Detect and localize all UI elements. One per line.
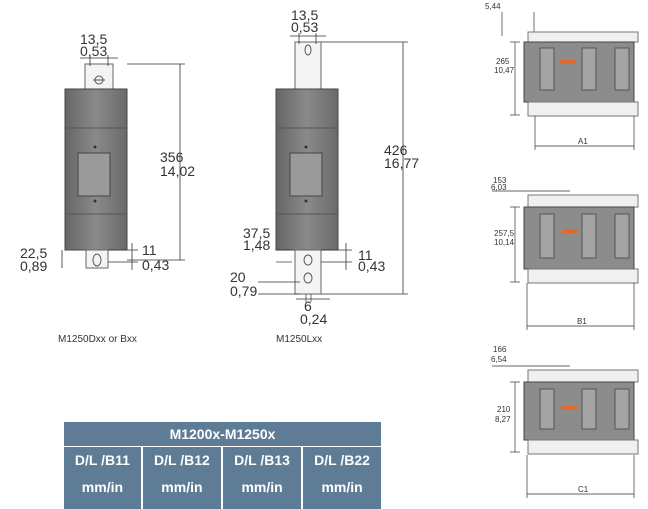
lxx-height-dim: 426 bbox=[384, 142, 408, 158]
lxx-bottom-dim: 20 bbox=[230, 269, 246, 285]
table-col-header: D/L /B22 bbox=[302, 446, 381, 473]
sv2-height-dim: 257,5 bbox=[494, 229, 515, 238]
side-view-1 bbox=[501, 12, 639, 150]
sv3-offset-dim: 166 bbox=[493, 345, 507, 354]
side-view-2 bbox=[492, 190, 639, 330]
table-col-header: D/L /B13 bbox=[221, 446, 304, 473]
dxx-hole-dim-in: 0,43 bbox=[142, 257, 169, 273]
table-col-header: D/L /B12 bbox=[141, 446, 223, 473]
table-col-header: D/L /B11 bbox=[64, 446, 143, 473]
table-unit: mm/in bbox=[302, 473, 381, 509]
dxx-caption: M1250Dxx or Bxx bbox=[58, 334, 137, 345]
sv2-width-label: B1 bbox=[577, 317, 587, 326]
sv1-height-dim-in: 10,47 bbox=[494, 66, 515, 75]
lxx-width-dim-in: 0,24 bbox=[300, 311, 327, 327]
sv3-offset-dim-in: 6,54 bbox=[491, 355, 507, 364]
lxx-top-dim: 13,5 bbox=[291, 7, 318, 23]
dxx-height-dim-in: 14,02 bbox=[160, 163, 195, 179]
spec-table: M1200x-M1250x D/L /B11 D/L /B12 D/L /B13… bbox=[64, 422, 381, 509]
sv2-offset-dim: 153 bbox=[493, 176, 507, 185]
table-unit: mm/in bbox=[221, 473, 304, 509]
lxx-bottom-dim-in: 0,79 bbox=[230, 283, 257, 299]
dxx-terminal-dim: 22,5 bbox=[20, 245, 47, 261]
dxx-top-dim-in: 0,53 bbox=[80, 43, 107, 59]
sv2-offset-dim-in: 6,03 bbox=[491, 183, 507, 192]
dxx-terminal-dim-in: 0,89 bbox=[20, 258, 47, 274]
sv1-width-label: A1 bbox=[578, 137, 588, 146]
dxx-height-dim: 356 bbox=[160, 149, 184, 165]
side-view-3 bbox=[492, 365, 639, 498]
sv3-height-dim: 210 bbox=[497, 405, 511, 414]
lxx-offset-dim: 37,5 bbox=[243, 225, 270, 241]
table-unit: mm/in bbox=[141, 473, 223, 509]
drawing-lxx bbox=[258, 33, 408, 302]
table-unit: mm/in bbox=[64, 473, 143, 509]
lxx-hole-dim: 11 bbox=[358, 247, 373, 263]
sv1-height-dim: 265 bbox=[496, 57, 510, 66]
lxx-caption: M1250Lxx bbox=[276, 334, 323, 345]
dxx-top-dim: 13,5 bbox=[80, 31, 107, 47]
lxx-width-dim: 6 bbox=[304, 298, 312, 314]
drawing-dxx bbox=[61, 55, 185, 270]
top-left-dim: 5,44 bbox=[485, 2, 501, 11]
lxx-hole-dim-in: 0,43 bbox=[358, 258, 385, 274]
sv3-width-label: C1 bbox=[578, 485, 589, 494]
sv3-height-dim-in: 8,27 bbox=[495, 415, 511, 424]
sv2-height-dim-in: 10,14 bbox=[494, 238, 515, 247]
dxx-hole-dim: 11 bbox=[142, 242, 157, 258]
lxx-height-dim-in: 16,77 bbox=[384, 155, 419, 171]
table-title: M1200x-M1250x bbox=[64, 422, 381, 447]
lxx-top-dim-in: 0,53 bbox=[291, 19, 318, 35]
lxx-offset-dim-in: 1,48 bbox=[243, 237, 270, 253]
